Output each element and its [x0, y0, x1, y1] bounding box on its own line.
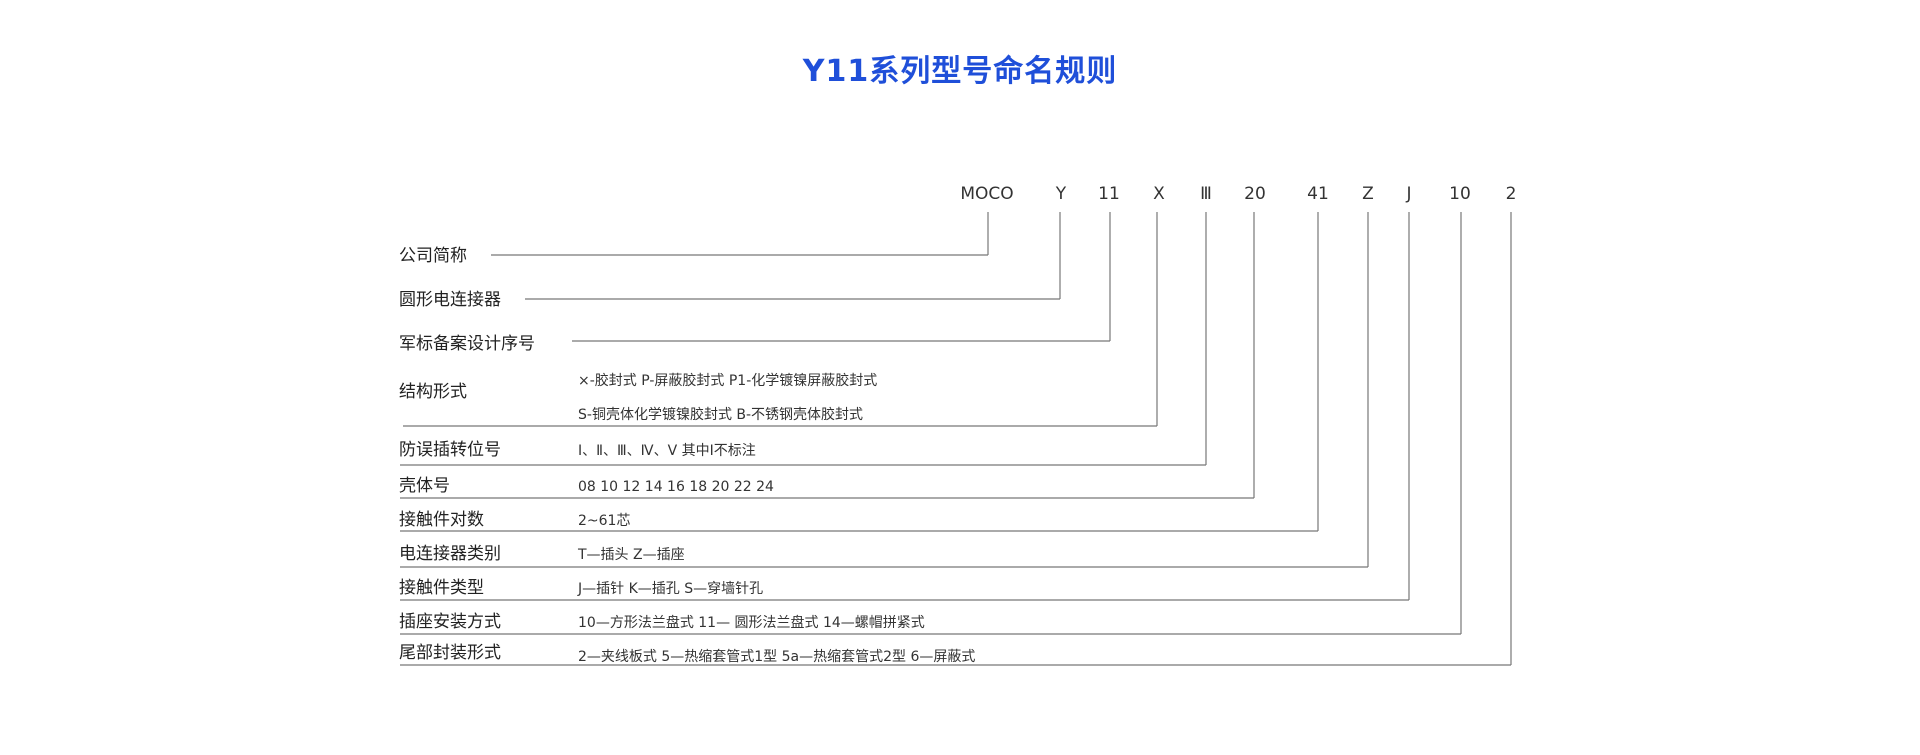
code-segment: 20: [1244, 184, 1266, 204]
connector-lines: [400, 212, 1512, 666]
code-segment: X: [1153, 184, 1165, 204]
category-labels: 公司简称圆形电连接器军标备案设计序号结构形式防误插转位号壳体号接触件对数电连接器…: [399, 246, 535, 663]
category-label: 尾部封装形式: [399, 643, 501, 663]
category-label: 圆形电连接器: [399, 290, 501, 310]
code-segment: Ⅲ: [1200, 184, 1212, 204]
code-segment: 11: [1098, 184, 1120, 204]
category-label: 壳体号: [399, 476, 450, 496]
code-layer: MOCO Y 11 X Ⅲ 20 41 Z J 10 2: [960, 184, 1516, 204]
code-segment: 41: [1307, 184, 1329, 204]
option-text: T—插头 Z—插座: [577, 547, 685, 563]
option-text: 10—方形法兰盘式 11— 圆形法兰盘式 14—螺帽拼紧式: [578, 614, 925, 631]
code-segment: Z: [1362, 184, 1374, 204]
option-text: J—插针 K—插孔 S—穿墙针孔: [577, 581, 763, 597]
page-title: Y11系列型号命名规则: [802, 54, 1118, 89]
code-segment: Y: [1055, 184, 1067, 204]
option-text: Ⅰ、Ⅱ、Ⅲ、Ⅳ、Ⅴ 其中Ⅰ不标注: [578, 443, 756, 459]
category-label: 防误插转位号: [399, 440, 501, 460]
code-segment: 2: [1506, 184, 1517, 204]
category-label: 公司简称: [399, 246, 467, 266]
option-text: 2—夹线板式 5—热缩套管式1型 5a—热缩套管式2型 6—屏蔽式: [578, 649, 975, 665]
category-label: 接触件对数: [399, 510, 484, 530]
category-label: 军标备案设计序号: [399, 334, 535, 354]
option-text: 2~61芯: [578, 513, 630, 529]
category-label: 接触件类型: [399, 578, 484, 598]
option-texts: ×-胶封式 P-屏蔽胶封式 P1-化学镀镍屏蔽胶封式 S-铜壳体化学镀镍胶封式 B…: [577, 372, 975, 665]
category-label: 结构形式: [399, 382, 467, 402]
option-text: S-铜壳体化学镀镍胶封式 B-不锈钢壳体胶封式: [578, 406, 863, 423]
code-segment: MOCO: [960, 184, 1013, 204]
option-text: ×-胶封式 P-屏蔽胶封式 P1-化学镀镍屏蔽胶封式: [578, 372, 877, 389]
code-segment: 10: [1449, 184, 1471, 204]
code-segment: J: [1405, 184, 1411, 204]
category-label: 插座安装方式: [399, 612, 501, 632]
option-text: 08 10 12 14 16 18 20 22 24: [578, 479, 774, 495]
category-label: 电连接器类别: [399, 544, 501, 564]
